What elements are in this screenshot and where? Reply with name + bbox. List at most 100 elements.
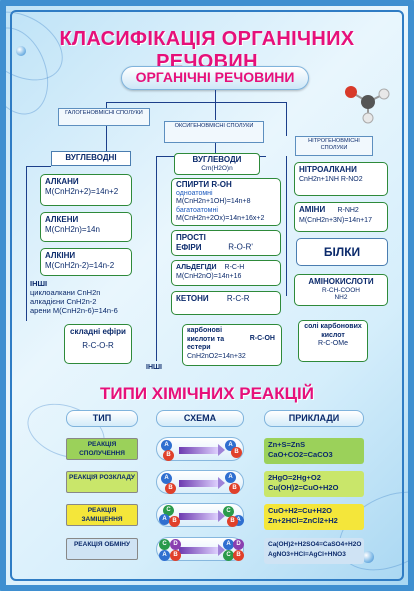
- reactions-title: ТИПИ ХІМІЧНИХ РЕАКЦІЙ: [100, 384, 314, 403]
- nitroalkanes-box: НІТРОАЛКАНИ CnH2n+1NH R-NO2: [294, 162, 388, 196]
- carbs-name: ВУГЛЕВОДИ: [192, 155, 242, 164]
- connector-line: [106, 102, 107, 108]
- example-line: AgNO3+HCl=AgCl+HNO3: [268, 551, 346, 558]
- proteins-box: БІЛКИ: [296, 238, 388, 266]
- atom-ball-a: A: [159, 550, 170, 561]
- aminoacids-formula: R-CH-COOH: [322, 286, 360, 294]
- aminoacids-nh2: NH2: [334, 293, 348, 301]
- connector-line: [286, 156, 287, 296]
- aldehydes-mass: M(CnH2nO)=14n+16: [176, 273, 242, 280]
- atom-icon: [16, 46, 26, 56]
- alkynes-name: АЛКІНИ: [45, 251, 76, 260]
- alkenes-box: АЛКЕНИ M(CnH2n)=14n: [40, 212, 132, 242]
- acids-mass: CnH2nO2=14n+32: [187, 352, 246, 360]
- esters-box: складні ефіри R-C-O-R: [64, 324, 132, 364]
- reaction-type: РЕАКЦІЯ РОЗКЛАДУ: [66, 471, 138, 493]
- amines-formula: R-NH2: [337, 207, 359, 214]
- amines-mass: M(CnH2n+3N)=14n+17: [299, 216, 372, 224]
- example-line: Zn+S=ZnS: [268, 440, 306, 449]
- inner-frame: [10, 10, 404, 581]
- others-line-3: арени M(CnH2n-6)=14n-6: [30, 306, 118, 315]
- alkanes-formula: M(CnH2n+2)=14n+2: [45, 186, 119, 196]
- group-nitrogen: НІТРОГЕНОВМІСНІ СПОЛУКИ: [295, 136, 373, 156]
- atom-ball-a: A: [225, 472, 236, 483]
- atom-ball-b: B: [169, 516, 180, 527]
- others-name: ІНШІ: [30, 279, 48, 288]
- nitroalkanes-formula: CnH2n+1NH R-NO2: [299, 175, 363, 183]
- group-oxygen: ОКСИГЕНОВМІСНІ СПОЛУКИ: [164, 121, 264, 143]
- amines-box: АМІНИ R-NH2 M(CnH2n+3N)=14n+17: [294, 202, 388, 232]
- arrow-icon: [179, 510, 225, 522]
- alcohols-mono: одноатомні: [176, 189, 213, 197]
- atom-ball-b: B: [227, 516, 238, 527]
- atom-ball-b: B: [231, 447, 242, 458]
- atom-ball-a: A: [161, 440, 172, 451]
- aldehydes-formula: R-C-H: [224, 264, 245, 271]
- alcohols-poly: багатоатомні: [176, 206, 218, 214]
- atom-icon: [362, 551, 374, 563]
- alkynes-formula: M(CnH2n-2)=14n-2: [45, 260, 115, 270]
- example-line: CuO+H2=Cu+H2O: [268, 506, 332, 515]
- alcohols-mono-formula: M(CnH2n+1OH)=14n+8: [176, 198, 251, 205]
- reaction-type: РЕАКЦІЯ СПОЛУЧЕННЯ: [66, 438, 138, 460]
- atom-ball-a: A: [233, 515, 244, 526]
- reaction-type: РЕАКЦІЯ ОБМІНУ: [66, 538, 138, 560]
- salts-name: солі карбонових кислот: [304, 323, 362, 339]
- salts-box: солі карбонових кислот R-C-OMe: [298, 320, 368, 362]
- ketones-formula: R-C-R: [226, 294, 250, 303]
- connector-line: [215, 102, 216, 120]
- ethers-formula: R-O-R': [228, 242, 253, 252]
- alcohols-name: СПИРТИ R-OH: [176, 180, 232, 189]
- connector-line: [215, 143, 216, 156]
- example-line: CaO+CO2=CaCO3: [268, 450, 333, 459]
- atom-ball-d: D: [233, 539, 244, 550]
- ethers-box: ПРОСТІ ЕФІРИ R-O-R': [171, 230, 281, 256]
- header-examples: ПРИКЛАДИ: [264, 410, 364, 427]
- ketones-name: КЕТОНИ: [176, 294, 209, 303]
- header-type: ТИП: [66, 410, 138, 427]
- ethers-name: ПРОСТІ ЕФІРИ: [176, 233, 206, 252]
- arrow-icon: [179, 544, 225, 556]
- esters-name: складні ефіри: [70, 327, 126, 336]
- atom-ball-c: C: [223, 550, 234, 561]
- example-line: Cu(OH)2=CuO+H2O: [268, 483, 339, 492]
- reaction-examples: Ca(OH)2+H2SO4=CaSO4+H2O AgNO3+HCl=AgCl+HN…: [264, 538, 364, 564]
- arrow-icon: [179, 444, 225, 456]
- alkenes-formula: M(CnH2n)=14n: [45, 224, 100, 234]
- atom-ball-a: A: [223, 539, 234, 550]
- reaction-type: РЕАКЦІЯ ЗАМІЩЕННЯ: [66, 504, 138, 526]
- acids-formula: R-C-OH: [249, 335, 275, 342]
- salts-formula: R-C-OMe: [318, 340, 348, 347]
- atom-ball-a: A: [159, 514, 170, 525]
- atom-ball-a: A: [161, 473, 172, 484]
- example-line: Zn+2HCl=ZnCl2+H2: [268, 516, 338, 525]
- connector-line: [26, 166, 51, 167]
- alkanes-name: АЛКАНИ: [45, 177, 79, 186]
- acids-name: карбонові кислоти та естери: [187, 327, 225, 351]
- amines-name: АМІНИ: [299, 205, 326, 214]
- carbs-formula: Cm(H2O)n: [201, 165, 233, 172]
- connector-line: [215, 90, 216, 102]
- alkenes-name: АЛКЕНИ: [45, 215, 79, 224]
- aldehydes-box: АЛЬДЕГІДИ R-C-H M(CnH2nO)=14n+16: [171, 260, 281, 286]
- main-banner: ОРГАНІЧНІ РЕЧОВИНИ: [121, 66, 309, 90]
- connector-line: [26, 166, 27, 321]
- connector-line: [106, 126, 107, 151]
- example-line: 2HgO=2Hg+O2: [268, 473, 321, 482]
- atom-ball-a: A: [225, 440, 236, 451]
- atom-ball-b: B: [165, 483, 176, 494]
- nitroalkanes-name: НІТРОАЛКАНИ: [299, 165, 357, 174]
- alkynes-box: АЛКІНИ M(CnH2n-2)=14n-2: [40, 248, 132, 276]
- example-line: Ca(OH)2+H2SO4=CaSO4+H2O: [268, 541, 362, 548]
- arrow-icon: [179, 477, 225, 489]
- aminoacids-name: АМІНОКИСЛОТИ: [308, 277, 374, 286]
- alcohols-poly-formula: M(CnH2n+2Ox)=14n+16x+2: [176, 215, 265, 222]
- aldehydes-name: АЛЬДЕГІДИ: [176, 264, 217, 271]
